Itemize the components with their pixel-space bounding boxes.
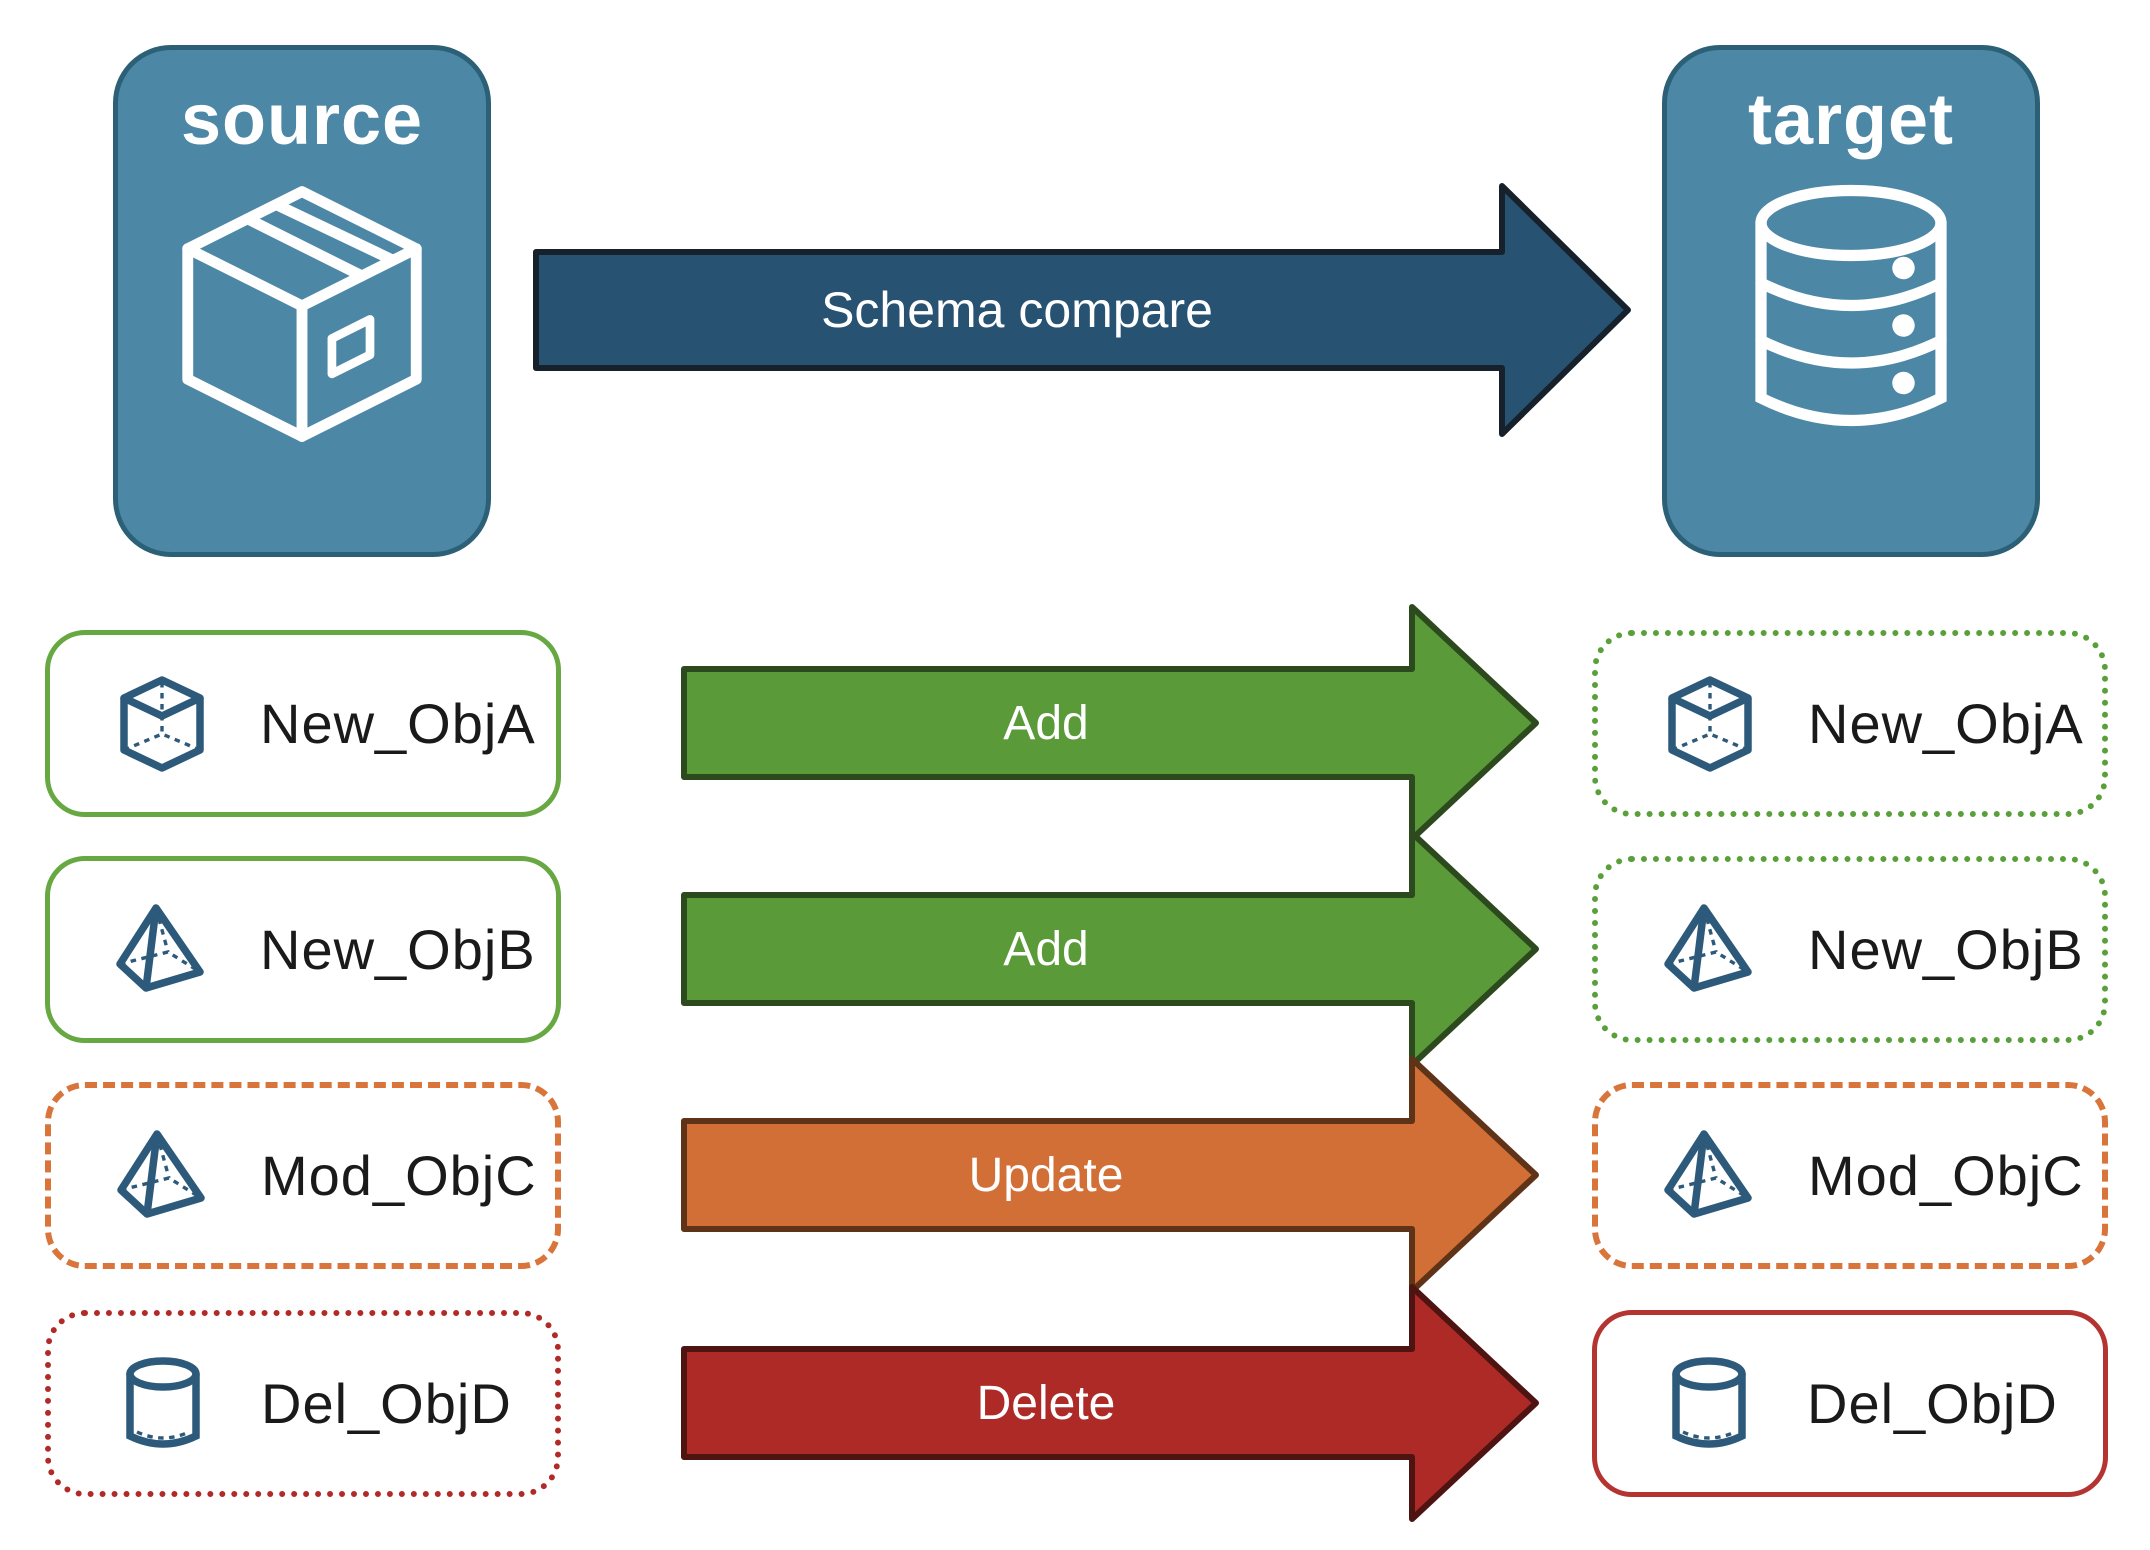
cylinder-icon (113, 1354, 213, 1454)
pyramid-icon (113, 1126, 213, 1226)
object-row: New_ObjB Add New_ObjB (0, 830, 2150, 1068)
object-label: New_ObjB (1808, 918, 2084, 981)
pyramid-icon (1660, 900, 1760, 1000)
arrow-action-label: Add (1003, 922, 1089, 976)
source-object-box: New_ObjA (45, 630, 561, 817)
update-arrow: Update (680, 1055, 1540, 1295)
pyramid-icon (112, 900, 212, 1000)
right-arrow-shape (681, 1284, 1539, 1522)
object-label: Mod_ObjC (1808, 1144, 2084, 1207)
right-arrow-shape (681, 604, 1539, 842)
schema-compare-label: Schema compare (821, 282, 1213, 338)
delete-arrow: Delete (680, 1283, 1540, 1523)
object-label: New_ObjA (1808, 692, 2084, 755)
object-label: Del_ObjD (1807, 1372, 2058, 1435)
target-object-box: Del_ObjD (1592, 1310, 2108, 1497)
right-arrow-shape (681, 1056, 1539, 1294)
pyramid-icon (1660, 1126, 1760, 1226)
arrow-action-label: Update (968, 1148, 1124, 1202)
source-object-box: Del_ObjD (45, 1310, 561, 1497)
object-row: Mod_ObjC Update Mod_ObjC (0, 1056, 2150, 1294)
object-row: Del_ObjD Delete Del_ObjD (0, 1284, 2150, 1522)
package-icon (166, 178, 438, 450)
source-title: source (180, 80, 424, 160)
source-object-box: New_ObjB (45, 856, 561, 1043)
source-card: source (113, 45, 491, 557)
object-label: Mod_ObjC (261, 1144, 537, 1207)
add-arrow: Add (680, 829, 1540, 1069)
object-row: New_ObjA Add New_ObjA (0, 604, 2150, 842)
arrow-action-label: Delete (976, 1376, 1116, 1430)
source-object-box: Mod_ObjC (45, 1082, 561, 1269)
cube-icon (112, 674, 212, 774)
database-icon (1726, 178, 1976, 453)
target-object-box: New_ObjA (1592, 630, 2108, 817)
cylinder-icon (1659, 1354, 1759, 1454)
target-title: target (1747, 80, 1955, 160)
arrow-action-label: Add (1003, 696, 1089, 750)
cube-icon (1660, 674, 1760, 774)
object-label: New_ObjA (260, 692, 536, 755)
add-arrow: Add (680, 603, 1540, 843)
right-arrow-shape (533, 183, 1631, 437)
target-object-box: Mod_ObjC (1592, 1082, 2108, 1269)
right-arrow-shape (681, 830, 1539, 1068)
target-card: target (1662, 45, 2040, 557)
object-label: Del_ObjD (261, 1372, 512, 1435)
schema-compare-arrow: Schema compare (532, 182, 1632, 438)
object-label: New_ObjB (260, 918, 536, 981)
target-object-box: New_ObjB (1592, 856, 2108, 1043)
